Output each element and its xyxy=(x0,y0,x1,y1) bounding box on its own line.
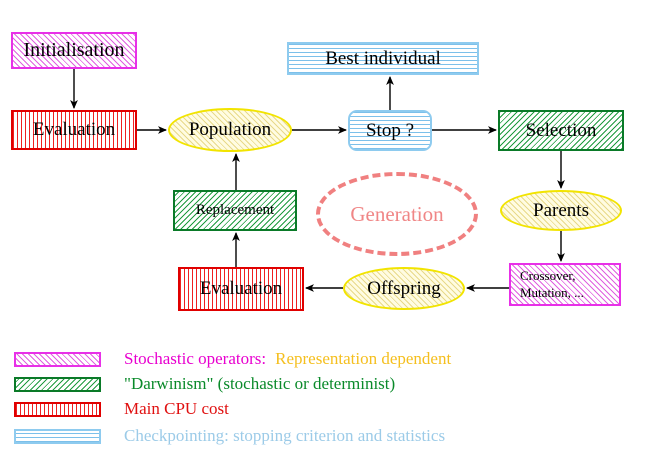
legend-row-stochastic-operators: Stochastic operators: Representation depe… xyxy=(14,348,451,370)
legend-swatch-blue-horizontal-hatch-icon xyxy=(14,428,101,444)
legend-row-darwinism: "Darwinism" (stochastic or determinist) xyxy=(14,373,395,395)
legend-row-main-cpu-cost: Main CPU cost xyxy=(14,398,229,420)
legend-swatch-green-diagonal-hatch-icon xyxy=(14,376,101,392)
legend-accent-0: Representation dependent xyxy=(275,349,452,368)
generation-boundary-ellipse xyxy=(316,172,478,256)
node-stop[interactable]: Stop ? xyxy=(348,110,432,151)
node-offspring[interactable]: Offspring xyxy=(343,267,465,310)
node-crossover-mutation[interactable]: Crossover, Mutation, ... xyxy=(509,263,621,306)
legend-row-checkpointing: Checkpointing: stopping criterion and st… xyxy=(14,425,445,447)
generation-label: Generation xyxy=(350,201,444,226)
legend-label-checkpointing: Checkpointing: stopping criterion and st… xyxy=(124,426,446,445)
node-crossover-line2: Mutation, ... xyxy=(520,284,584,300)
node-initialisation[interactable]: Initialisation xyxy=(11,32,137,69)
node-evaluation-bottom[interactable]: Evaluation xyxy=(178,267,304,311)
legend-swatch-magenta-diagonal-hatch-icon xyxy=(14,351,101,367)
node-best-individual[interactable]: Best individual xyxy=(287,42,479,75)
legend-label-stochastic-operators: Stochastic operators: Representation depe… xyxy=(124,349,451,369)
legend-text-0: Stochastic operators: xyxy=(124,349,267,368)
node-evaluation-top[interactable]: Evaluation xyxy=(11,110,137,150)
node-population[interactable]: Population xyxy=(168,108,292,152)
legend-swatch-red-vertical-hatch-icon xyxy=(14,401,101,417)
node-selection[interactable]: Selection xyxy=(498,110,624,151)
node-replacement[interactable]: Replacement xyxy=(173,190,297,231)
legend: Stochastic operators: Representation depe… xyxy=(0,340,670,465)
node-parents[interactable]: Parents xyxy=(500,190,622,231)
node-crossover-line1: Crossover, xyxy=(520,268,576,284)
legend-label-main-cpu-cost: Main CPU cost xyxy=(124,399,229,418)
legend-label-darwinism: "Darwinism" (stochastic or determinist) xyxy=(124,374,396,393)
